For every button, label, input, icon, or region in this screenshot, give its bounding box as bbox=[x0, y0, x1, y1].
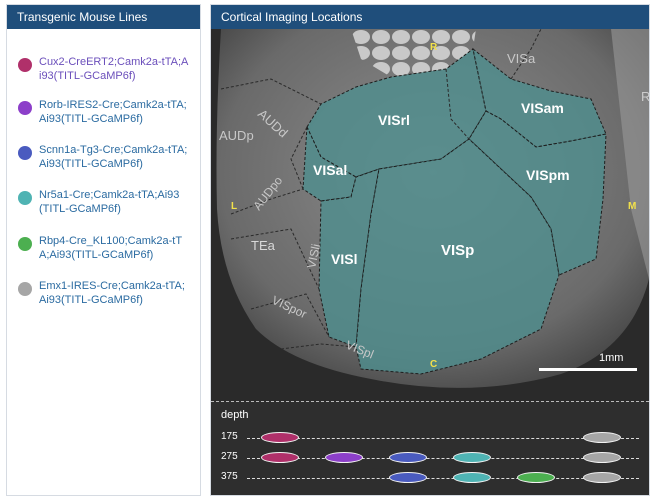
color-dot-icon bbox=[18, 282, 32, 296]
area-visl[interactable] bbox=[318, 168, 380, 348]
transgenic-lines-title: Transgenic Mouse Lines bbox=[7, 5, 200, 29]
label-edge-area: R bbox=[641, 89, 649, 104]
depth-label: 275 bbox=[221, 451, 238, 462]
label-visrl: VISrl bbox=[378, 112, 410, 128]
depth-oval-emx1[interactable] bbox=[583, 472, 621, 483]
depth-panel: depth 175 275 375 bbox=[211, 401, 649, 495]
color-dot-icon bbox=[18, 101, 32, 115]
boundary-line bbox=[510, 28, 542, 80]
depth-row-175: 175 bbox=[211, 431, 649, 444]
cortical-imaging-panel: Cortical Imaging Locations bbox=[210, 4, 650, 496]
depth-title: depth bbox=[221, 409, 249, 421]
boundary-line bbox=[230, 228, 320, 290]
line-label-nr5a1[interactable]: Nr5a1-Cre;Camk2a-tTA;Ai93(TITL-GCaMP6f) bbox=[39, 189, 180, 215]
depth-guide-line bbox=[247, 478, 639, 479]
cortical-imaging-title: Cortical Imaging Locations bbox=[211, 5, 649, 29]
boundary-line bbox=[250, 293, 330, 338]
boundary-line bbox=[290, 126, 308, 190]
depth-oval-scnn1a[interactable] bbox=[389, 472, 427, 483]
line-label-rbp4[interactable]: Rbp4-Cre_KL100;Camk2a-tTA;Ai93(TITL-GCaM… bbox=[39, 235, 183, 261]
orientation-medial: M bbox=[628, 201, 636, 212]
label-visal: VISal bbox=[313, 162, 347, 178]
label-visa: VISa bbox=[507, 51, 536, 66]
orientation-caudal: C bbox=[430, 359, 437, 370]
depth-oval-cux2[interactable] bbox=[261, 432, 299, 443]
cortex-map-svg: VISa VISrl VISam VISal VISpm VISl VISp T… bbox=[216, 28, 649, 388]
area-visp[interactable] bbox=[355, 138, 560, 375]
depth-oval-cux2[interactable] bbox=[261, 452, 299, 463]
depth-oval-emx1[interactable] bbox=[583, 432, 621, 443]
color-dot-icon bbox=[18, 146, 32, 160]
boundary-line bbox=[220, 78, 322, 105]
depth-oval-rbp4[interactable] bbox=[517, 472, 555, 483]
color-dot-icon bbox=[18, 58, 32, 72]
label-visp: VISp bbox=[441, 242, 474, 259]
depth-oval-scnn1a[interactable] bbox=[389, 452, 427, 463]
depth-label: 375 bbox=[221, 471, 238, 482]
line-label-rorb[interactable]: Rorb-IRES2-Cre;Camk2a-tTA;Ai93(TITL-GCaM… bbox=[39, 99, 187, 125]
orientation-rostral: R bbox=[430, 42, 438, 53]
line-label-cux2[interactable]: Cux2-CreERT2;Camk2a-tTA;Ai93(TITL-GCaMP6… bbox=[39, 56, 189, 82]
depth-label: 175 bbox=[221, 431, 238, 442]
depth-oval-nr5a1[interactable] bbox=[453, 452, 491, 463]
depth-guide-line bbox=[247, 438, 639, 439]
area-visrl[interactable] bbox=[306, 48, 487, 178]
boundary-line bbox=[230, 188, 304, 215]
label-visli: VISli bbox=[304, 243, 323, 270]
transgenic-lines-panel: Transgenic Mouse Lines Cux2-CreERT2;Camk… bbox=[6, 4, 201, 496]
label-visl: VISl bbox=[331, 251, 357, 267]
boundary-line bbox=[445, 68, 470, 140]
depth-guide-line bbox=[247, 458, 639, 459]
depth-oval-nr5a1[interactable] bbox=[453, 472, 491, 483]
scale-bar bbox=[539, 368, 637, 371]
cortex-map[interactable]: VISa VISrl VISam VISal VISpm VISl VISp T… bbox=[211, 28, 649, 401]
cell-pattern-region bbox=[351, 29, 476, 77]
label-audp: AUDp bbox=[219, 128, 254, 143]
label-visam: VISam bbox=[521, 100, 564, 116]
line-label-scnn1a[interactable]: Scnn1a-Tg3-Cre;Camk2a-tTA;Ai93(TITL-GCaM… bbox=[39, 144, 188, 170]
depth-oval-emx1[interactable] bbox=[583, 452, 621, 463]
boundary-line bbox=[280, 343, 357, 350]
depth-row-275: 275 bbox=[211, 451, 649, 464]
medial-edge-region bbox=[611, 29, 649, 279]
scale-bar-label: 1mm bbox=[599, 352, 623, 364]
depth-row-375: 375 bbox=[211, 471, 649, 484]
line-label-emx1[interactable]: Emx1-IRES-Cre;Camk2a-tTA;Ai93(TITL-GCaMP… bbox=[39, 280, 185, 306]
label-tea: TEa bbox=[251, 238, 276, 253]
orientation-lateral: L bbox=[231, 201, 237, 212]
color-dot-icon bbox=[18, 191, 32, 205]
color-dot-icon bbox=[18, 237, 32, 251]
label-vispm: VISpm bbox=[526, 167, 570, 183]
depth-oval-rorb[interactable] bbox=[325, 452, 363, 463]
